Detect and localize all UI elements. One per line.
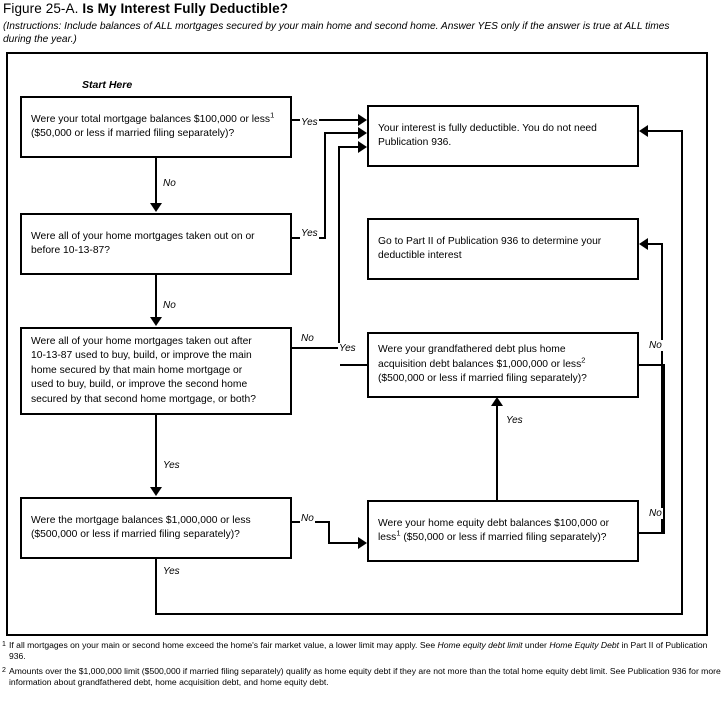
edge-label-q3-yes: Yes bbox=[162, 460, 181, 471]
edge-q5-no-line-v bbox=[663, 364, 665, 534]
edge-label-q2-no: No bbox=[162, 300, 177, 311]
edge-q5-yes-line bbox=[340, 364, 369, 366]
edge-label-q1-no: No bbox=[162, 178, 177, 189]
edge-label-q4-yes: Yes bbox=[162, 566, 181, 577]
question-box-grandfathered-debt[interactable]: Were your grandfathered debt plus home a… bbox=[367, 332, 639, 398]
figure-instructions: (Instructions: Include balances of ALL m… bbox=[3, 21, 670, 45]
edge-label-q6-yes: Yes bbox=[505, 415, 524, 426]
edge-q2-yes-arrow bbox=[358, 127, 367, 139]
q5-line2: acquisition debt balances $1,000,000 or … bbox=[378, 358, 582, 370]
edge-q1-no-line bbox=[155, 158, 157, 206]
edge-q6-no-arrow bbox=[639, 238, 648, 250]
question-box-total-mortgage-balances[interactable]: Were your total mortgage balances $100,0… bbox=[20, 96, 292, 158]
result-box-go-to-part-ii[interactable]: Go to Part II of Publication 936 to dete… bbox=[367, 218, 639, 280]
q1-line2: ($50,000 or less if married filing separ… bbox=[31, 128, 235, 139]
q2-line2: before 10-13-87? bbox=[31, 245, 111, 256]
edge-q1-yes-line bbox=[292, 119, 362, 121]
edge-q4-no-line-h2 bbox=[328, 542, 362, 544]
figure-number: Figure 25-A. bbox=[3, 1, 79, 16]
r2-line1: Go to Part II of Publication 936 to dete… bbox=[378, 235, 602, 247]
q3-line3: home secured by that main home mortgage … bbox=[31, 364, 243, 376]
edge-q3-no-line-v bbox=[338, 146, 340, 349]
q5-line3: ($500,000 or less if married filing sepa… bbox=[378, 373, 587, 385]
q1-line1: Were your total mortgage balances $100,0… bbox=[31, 113, 271, 125]
footnote-2-part1: Amounts over the $1,000,000 limit ($500,… bbox=[9, 665, 721, 688]
edge-q2-yes-line-h2 bbox=[324, 132, 362, 134]
footnote-2-mark: 2 bbox=[2, 666, 6, 674]
q2-line1: Were all of your home mortgages taken ou… bbox=[31, 230, 255, 242]
question-box-home-equity-debt[interactable]: Were your home equity debt balances $100… bbox=[367, 500, 639, 562]
figure-title: Figure 25-A. Is My Interest Fully Deduct… bbox=[3, 1, 288, 16]
question-box-mortgages-on-or-before-1987[interactable]: Were all of your home mortgages taken ou… bbox=[20, 213, 292, 275]
r1-line1: Your interest is fully deductible. You d… bbox=[378, 122, 597, 134]
q4-line2: ($500,000 or less if married filing sepa… bbox=[31, 529, 240, 540]
edge-q3-no-line-h2 bbox=[338, 146, 362, 148]
r1-line2: Publication 936. bbox=[378, 137, 452, 148]
edge-q2-no-arrow bbox=[150, 317, 162, 326]
q6-footnote-ref: 1 bbox=[396, 528, 401, 538]
edge-label-q2-yes: Yes bbox=[300, 228, 319, 239]
edge-q5-no-line-h1 bbox=[639, 364, 665, 366]
edge-q4-yes-line-v1 bbox=[155, 559, 157, 615]
footnote-1-em1: Home equity debt limit bbox=[437, 640, 523, 650]
edge-q3-no-line-h1 bbox=[292, 347, 340, 349]
edge-q6-no-line-v bbox=[661, 243, 663, 534]
footnote-1-part3: in Part II of Publication 936. bbox=[9, 640, 708, 662]
question-box-mortgage-balances-one-million[interactable]: Were the mortgage balances $1,000,000 or… bbox=[20, 497, 292, 559]
q6-line2b: ($50,000 or less if married filing separ… bbox=[400, 532, 607, 543]
question-box-mortgages-after-1987[interactable]: Were all of your home mortgages taken ou… bbox=[20, 327, 292, 415]
edge-q4-no-line-v bbox=[328, 521, 330, 544]
q5-line1: Were your grandfathered debt plus home bbox=[378, 344, 566, 356]
figure-title-text: Is My Interest Fully Deductible? bbox=[82, 1, 289, 16]
edge-q3-no-arrow bbox=[358, 141, 367, 153]
edge-q1-no-arrow bbox=[150, 203, 162, 212]
start-here-label: Start Here bbox=[82, 79, 133, 91]
q6-line1: Were your home equity debt balances $100… bbox=[378, 517, 610, 529]
edge-q4-yes-line-v2 bbox=[681, 130, 683, 615]
r2-line2: deductible interest bbox=[378, 250, 462, 261]
footnote-1-em2: Home Equity Debt bbox=[549, 640, 620, 650]
edge-label-q3-no: No bbox=[300, 333, 315, 344]
q5-footnote-ref: 2 bbox=[581, 355, 586, 365]
edge-label-q4-no: No bbox=[300, 513, 315, 524]
edge-q6-no-line-h2 bbox=[648, 243, 663, 245]
edge-q6-no-line-h1 bbox=[639, 532, 663, 534]
footnote-1-part2: under bbox=[522, 640, 550, 650]
edge-q2-yes-line-v bbox=[324, 132, 326, 239]
edge-q2-no-line bbox=[155, 275, 157, 320]
edge-q4-yes-line-h bbox=[155, 613, 683, 615]
edge-q4-no-arrow bbox=[358, 537, 367, 549]
edge-label-q5-yes: Yes bbox=[338, 343, 357, 354]
q3-line4: used to buy, build, or improve the secon… bbox=[31, 379, 248, 391]
q6-line2a: less bbox=[378, 532, 397, 543]
q1-footnote-ref: 1 bbox=[270, 110, 275, 120]
q3-line5: secured by that second home mortgage, or… bbox=[31, 393, 256, 405]
edge-label-q6-no: No bbox=[648, 508, 663, 519]
edge-label-q1-yes: Yes bbox=[300, 117, 319, 128]
edge-q4-yes-arrow bbox=[639, 125, 648, 137]
footnote-1-mark: 1 bbox=[2, 641, 6, 648]
edge-q1-yes-arrow bbox=[358, 114, 367, 126]
q3-line2: 10-13-87 used to buy, build, or improve … bbox=[31, 350, 252, 362]
edge-q6-yes-arrow bbox=[491, 397, 503, 406]
edge-label-q5-no: No bbox=[648, 340, 663, 351]
edge-q3-yes-arrow bbox=[150, 487, 162, 496]
edge-q4-yes-line-h2 bbox=[648, 130, 683, 132]
edge-q3-yes-line bbox=[155, 415, 157, 490]
result-box-fully-deductible[interactable]: Your interest is fully deductible. You d… bbox=[367, 105, 639, 167]
q3-line1: Were all of your home mortgages taken ou… bbox=[31, 335, 252, 347]
edge-q6-yes-line bbox=[496, 406, 498, 500]
footnote-1-part1: If all mortgages on your main or second … bbox=[9, 640, 438, 650]
q4-line1: Were the mortgage balances $1,000,000 or… bbox=[31, 514, 251, 526]
